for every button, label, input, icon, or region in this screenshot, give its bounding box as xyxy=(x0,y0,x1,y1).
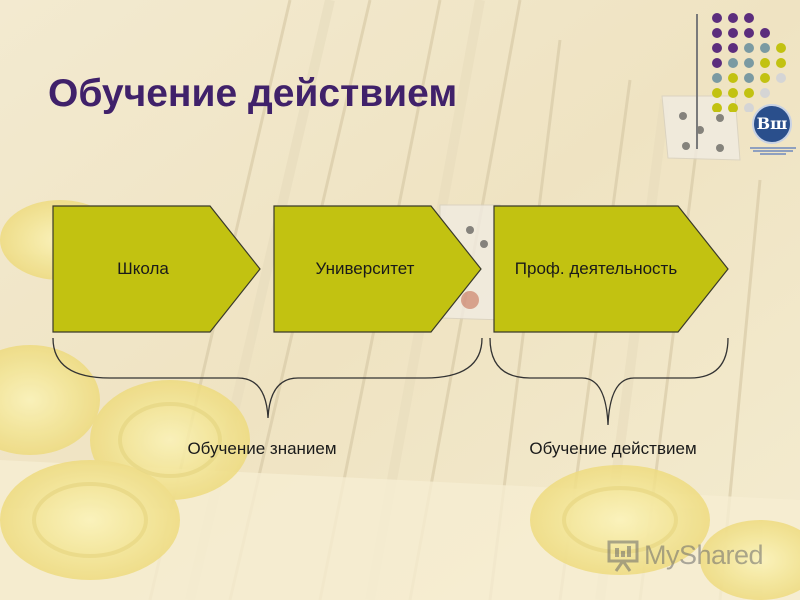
brace-label-action: Обучение действием xyxy=(529,439,697,458)
hse-logo-caption xyxy=(748,146,798,156)
slide-title: Обучение действием xyxy=(48,72,458,115)
chevron-university xyxy=(273,205,482,333)
decorative-dot-grid xyxy=(712,13,786,112)
watermark-text: MyShared xyxy=(644,539,764,570)
chevron-professional-activity xyxy=(493,205,729,333)
watermark: MyShared xyxy=(606,537,764,573)
hse-logo: Вш xyxy=(752,104,792,144)
brace-action-learning xyxy=(489,337,729,426)
step-label-university: Университет xyxy=(315,259,415,278)
brace-label-knowledge: Обучение знанием xyxy=(187,439,337,458)
brace-knowledge-learning xyxy=(52,337,483,419)
step-label-professional-activity: Проф. деятельность xyxy=(514,259,678,278)
chevron-school xyxy=(52,205,261,333)
decorative-vertical-line xyxy=(696,14,698,149)
presentation-board-icon xyxy=(607,540,639,572)
step-label-school: Школа xyxy=(117,259,169,278)
